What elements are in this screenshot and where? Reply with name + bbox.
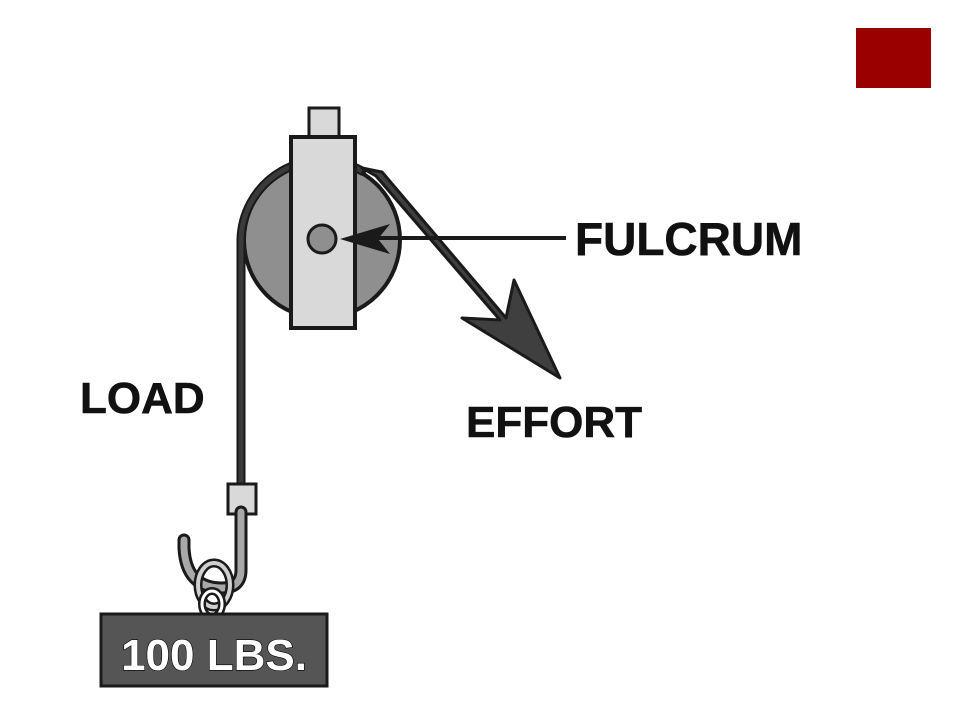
- effort-label: EFFORT: [466, 398, 642, 447]
- load-label: LOAD: [80, 374, 205, 423]
- hook-inner: [180, 508, 245, 592]
- fulcrum-pointer-arrowhead: [340, 224, 390, 254]
- fulcrum-label: FULCRUM: [575, 213, 802, 265]
- pulley-axle: [306, 223, 338, 255]
- weight-label: 100 LBS.: [121, 631, 307, 680]
- housing-top-knob: [307, 106, 341, 142]
- red-square-icon: [856, 28, 931, 88]
- effort-arrow: [360, 166, 562, 380]
- chain-link-upper-inner: [196, 561, 232, 609]
- weight-block: [99, 612, 329, 688]
